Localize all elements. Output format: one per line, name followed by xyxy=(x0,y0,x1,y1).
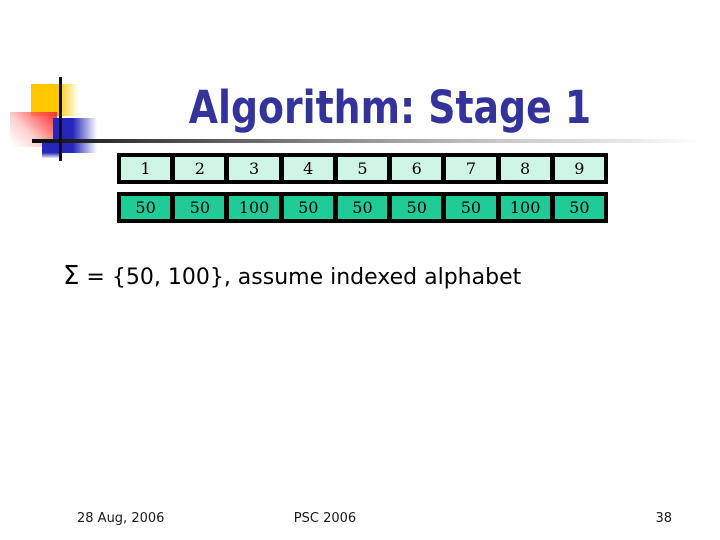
value-cell: 100 xyxy=(229,196,279,219)
index-cell: 6 xyxy=(392,157,442,180)
yellow-square-decoration xyxy=(31,84,79,116)
index-cell: 4 xyxy=(283,157,333,180)
vertical-line-decoration xyxy=(59,77,62,161)
index-cell: 8 xyxy=(500,157,550,180)
body-text-rest: = {50, 100}, assume indexed alphabet xyxy=(79,265,522,290)
index-cell: 9 xyxy=(554,157,604,180)
index-cell: 2 xyxy=(175,157,225,180)
index-cell: 5 xyxy=(337,157,388,180)
footer-date: 28 Aug, 2006 xyxy=(77,511,165,526)
value-cell: 100 xyxy=(500,196,550,219)
index-cell: 7 xyxy=(446,157,496,180)
blue-square-tail-decoration xyxy=(42,140,62,158)
value-cell: 50 xyxy=(337,196,388,219)
footer-conference: PSC 2006 xyxy=(293,511,357,526)
index-cell: 1 xyxy=(121,157,171,180)
sigma-symbol: Σ xyxy=(63,261,80,291)
slide-title: Algorithm: Stage 1 xyxy=(188,81,592,134)
value-cell: 50 xyxy=(554,196,604,219)
index-cell: 3 xyxy=(229,157,279,180)
value-cell: 50 xyxy=(121,196,171,219)
value-cell: 50 xyxy=(175,196,225,219)
title-underline-rule xyxy=(32,139,700,143)
value-cell: 50 xyxy=(392,196,442,219)
body-text: Σ = {50, 100}, assume indexed alphabet xyxy=(63,263,521,290)
value-cell: 50 xyxy=(446,196,496,219)
footer-page-number: 38 xyxy=(655,511,672,526)
value-cell: 50 xyxy=(283,196,333,219)
